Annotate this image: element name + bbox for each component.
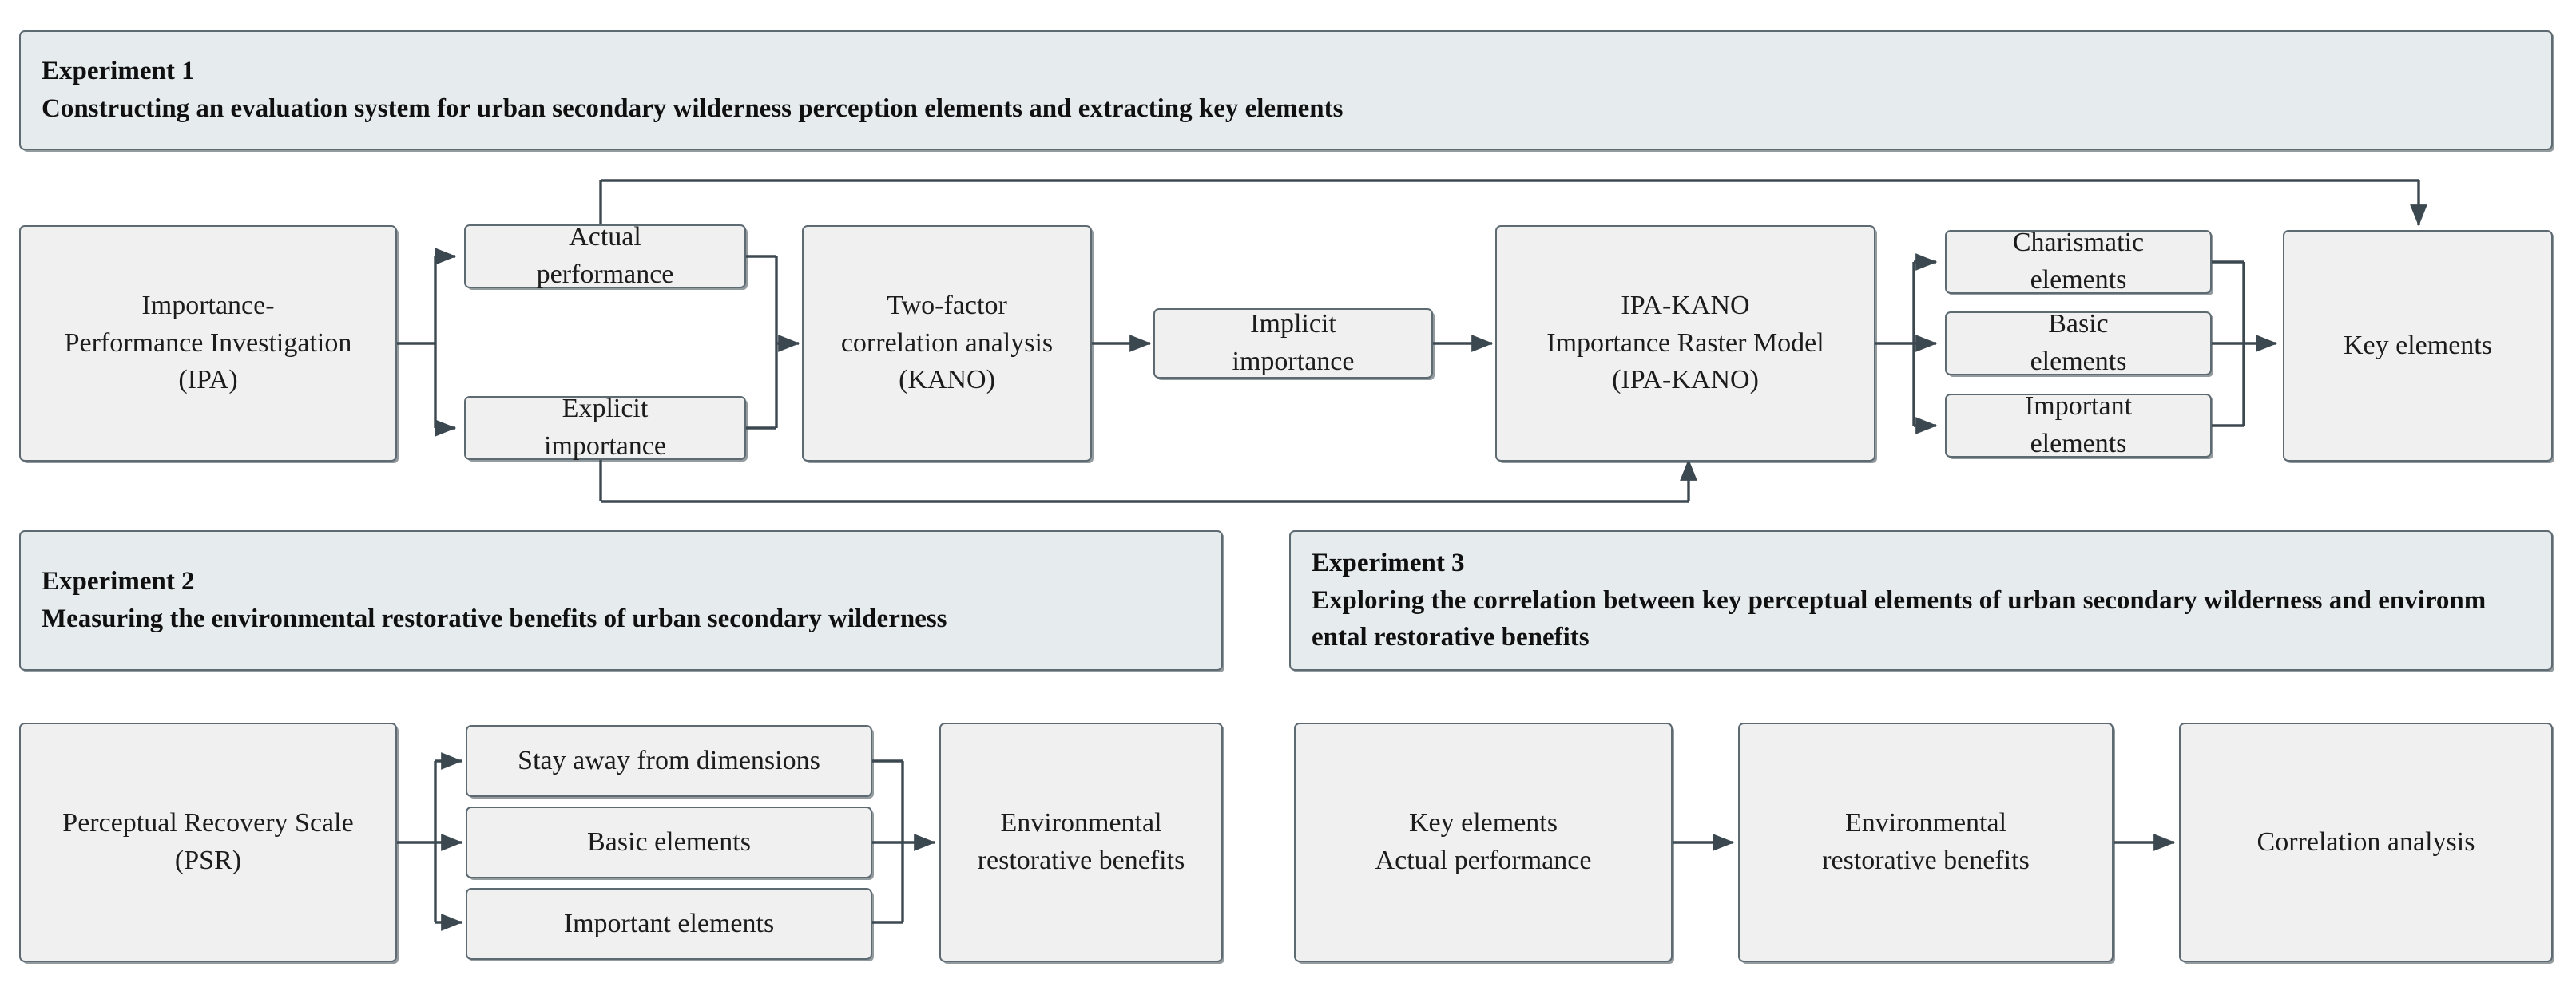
banner-experiment-1-subtitle: Constructing an evaluation system for ur…	[42, 94, 1344, 123]
node-e3-correlation-analysis[interactable]: Correlation analysis	[2179, 723, 2553, 962]
node-actual-performance-label: Actual performance	[536, 222, 674, 289]
node-e2-environmental-restorative-benefits[interactable]: Environmental restorative benefits	[939, 723, 1223, 962]
node-kano[interactable]: Two-factor correlation analysis (KANO)	[802, 225, 1092, 462]
node-important-elements-label: Important elements	[2024, 391, 2133, 458]
node-e3-correlation-analysis-label: Correlation analysis	[2256, 826, 2475, 857]
node-key-elements[interactable]: Key elements	[2283, 230, 2553, 462]
banner-experiment-3-subtitle: Exploring the correlation between key pe…	[1312, 585, 2487, 652]
node-ipa[interactable]: Importance- Performance Investigation (I…	[19, 225, 397, 462]
banner-experiment-2-subtitle: Measuring the environmental restorative …	[42, 604, 947, 633]
node-e3-environmental-restorative-benefits-label: Environmental restorative benefits	[1822, 808, 2030, 875]
node-stay-away-from-dimensions-label: Stay away from dimensions	[518, 745, 820, 775]
node-psr[interactable]: Perceptual Recovery Scale (PSR)	[19, 723, 397, 962]
node-basic-elements[interactable]: Basic elements	[1945, 309, 2212, 376]
banner-experiment-1-title: Experiment 1	[42, 57, 195, 86]
node-important-elements[interactable]: Important elements	[1945, 391, 2212, 458]
node-e3-key-elements-actual-performance-label: Key elements Actual performance	[1375, 808, 1592, 875]
node-e3-environmental-restorative-benefits[interactable]: Environmental restorative benefits	[1738, 723, 2114, 962]
node-e3-key-elements-actual-performance[interactable]: Key elements Actual performance	[1294, 723, 1673, 962]
banner-experiment-3: Experiment 3 Exploring the correlation b…	[1289, 530, 2553, 671]
node-actual-performance[interactable]: Actual performance	[464, 222, 746, 289]
node-implicit-importance-label: Implicit importance	[1232, 309, 1355, 376]
node-psr-label: Perceptual Recovery Scale (PSR)	[62, 808, 354, 875]
node-charismatic-elements-label: Charismatic elements	[2012, 228, 2145, 295]
node-e2-important-elements[interactable]: Important elements	[466, 888, 872, 960]
node-e2-important-elements-label: Important elements	[563, 908, 775, 938]
banner-experiment-2-title: Experiment 2	[42, 567, 195, 597]
banner-experiment-2: Experiment 2 Measuring the environmental…	[19, 530, 1223, 671]
node-kano-label: Two-factor correlation analysis (KANO)	[840, 290, 1054, 395]
node-stay-away-from-dimensions[interactable]: Stay away from dimensions	[466, 725, 872, 797]
node-e2-environmental-restorative-benefits-label: Environmental restorative benefits	[977, 808, 1185, 875]
node-ipa-kano-label: IPA-KANO Importance Raster Model (IPA-KA…	[1546, 290, 1824, 395]
banner-experiment-3-title: Experiment 3	[1312, 548, 1465, 577]
node-implicit-importance[interactable]: Implicit importance	[1153, 308, 1433, 379]
node-explicit-importance[interactable]: Explicit importance	[464, 394, 746, 461]
node-e2-basic-elements[interactable]: Basic elements	[466, 807, 872, 878]
node-ipa-label: Importance- Performance Investigation (I…	[64, 290, 352, 395]
node-basic-elements-label: Basic elements	[2030, 309, 2127, 376]
node-ipa-kano[interactable]: IPA-KANO Importance Raster Model (IPA-KA…	[1495, 225, 1875, 462]
node-e2-basic-elements-label: Basic elements	[587, 826, 751, 857]
node-key-elements-label: Key elements	[2344, 330, 2492, 360]
node-explicit-importance-label: Explicit importance	[544, 394, 666, 461]
node-charismatic-elements[interactable]: Charismatic elements	[1945, 228, 2212, 295]
banner-experiment-1: Experiment 1 Constructing an evaluation …	[19, 30, 2553, 150]
